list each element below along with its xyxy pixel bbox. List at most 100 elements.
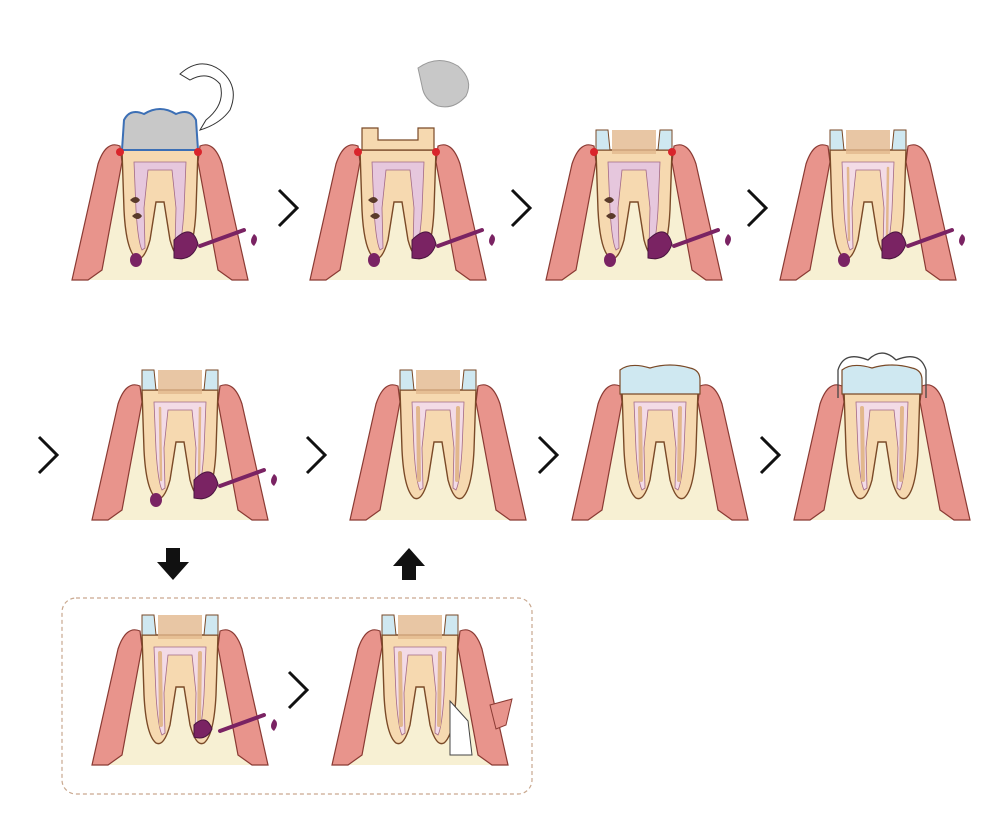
alternative-path-box <box>61 597 533 795</box>
pulp-canals <box>133 161 187 251</box>
gum-right <box>197 144 249 281</box>
infection-point-right <box>194 148 202 156</box>
pus-drop <box>271 719 277 731</box>
gum-left <box>349 384 401 521</box>
pulp-canals <box>371 161 425 251</box>
chevron-right-icon-2 <box>510 188 533 228</box>
tooth-step-1 <box>71 63 257 281</box>
pus-drop <box>251 234 257 246</box>
fistula-tract <box>218 468 266 488</box>
tooth-step-7 <box>571 364 749 521</box>
canal-filling <box>846 166 890 242</box>
gum-left <box>793 384 845 521</box>
gum-left <box>91 384 143 521</box>
canal-filling <box>416 406 460 482</box>
canal-filling <box>860 406 904 482</box>
fistula-tract <box>672 228 720 248</box>
gum-right <box>671 144 723 281</box>
chevron-right-icon-6 <box>537 435 560 475</box>
decay-spots <box>368 197 380 219</box>
access-cavity <box>612 130 656 154</box>
tooth-step-6 <box>349 369 527 521</box>
abscess <box>173 231 199 260</box>
apical-lesion <box>130 253 142 267</box>
fistula-tract <box>218 713 266 733</box>
access-cavity <box>158 370 202 394</box>
abscess <box>193 471 219 500</box>
canal-filling <box>398 651 442 727</box>
gum-right <box>435 144 487 281</box>
fistula-tract <box>198 228 246 248</box>
tooth-step-9 <box>91 614 277 766</box>
gum-left <box>71 144 123 281</box>
gum-right <box>217 384 269 521</box>
gum-right <box>457 629 509 766</box>
decay-spots <box>130 197 142 219</box>
gum-left <box>571 384 623 521</box>
chevron-right-icon-8 <box>287 670 310 710</box>
infection-point-right <box>432 148 440 156</box>
access-cavity <box>416 370 460 394</box>
restoration-buildup <box>841 364 923 395</box>
access-cavity <box>846 130 890 154</box>
gum-right <box>697 384 749 521</box>
gum-right <box>475 384 527 521</box>
tooth-step-8 <box>793 352 971 521</box>
open-access-walls <box>381 614 459 636</box>
canal-filling <box>158 651 202 727</box>
removed-core-piece <box>417 60 470 108</box>
infection-point-left <box>116 148 124 156</box>
abscess <box>193 719 213 739</box>
decay-spots <box>604 197 616 219</box>
access-cavity <box>398 615 442 639</box>
pus-drop <box>959 234 965 246</box>
open-access-walls <box>595 129 673 151</box>
infection-point-right <box>668 148 676 156</box>
gum-flap <box>489 698 513 730</box>
abscess <box>881 231 907 260</box>
chevron-right-icon-7 <box>759 435 782 475</box>
surgical-flap-window <box>449 699 473 756</box>
chevron-right-icon-4 <box>37 435 60 475</box>
access-cavity <box>158 615 202 639</box>
pulp-canals <box>607 161 661 251</box>
gum-right <box>905 144 957 281</box>
pus-drop <box>489 234 495 246</box>
removed-crown-shell <box>179 63 234 131</box>
infection-point-left <box>354 148 362 156</box>
gum-left <box>309 144 361 281</box>
tooth-step-10 <box>331 614 513 766</box>
tooth-step-3 <box>545 129 731 281</box>
abscess <box>647 231 673 260</box>
fistula-tract <box>436 228 484 248</box>
core-buildup <box>361 127 435 151</box>
tooth-step-5 <box>91 369 277 521</box>
pus-drop <box>271 474 277 486</box>
abscess <box>411 231 437 260</box>
arrow-up-icon <box>393 548 425 580</box>
chevron-right-icon-1 <box>277 188 300 228</box>
restoration-buildup <box>619 364 701 395</box>
pus-drop <box>725 234 731 246</box>
gum-left <box>545 144 597 281</box>
open-access-walls <box>141 614 219 636</box>
arrow-down-icon <box>157 548 189 580</box>
tooth-step-2 <box>309 60 495 281</box>
gum-left <box>91 629 143 766</box>
gum-right <box>217 629 269 766</box>
canal-filling <box>638 406 682 482</box>
fistula-tract <box>906 228 954 248</box>
apical-lesion <box>604 253 616 267</box>
apical-lesion <box>838 253 850 267</box>
apical-lesion <box>368 253 380 267</box>
apical-lesion <box>150 493 162 507</box>
gum-left <box>331 629 383 766</box>
canal-filling <box>158 406 202 482</box>
infection-point-left <box>590 148 598 156</box>
open-access-walls <box>829 129 907 151</box>
final-crown-outline <box>837 352 927 398</box>
chevron-right-icon-3 <box>746 188 769 228</box>
open-access-walls <box>399 369 477 391</box>
open-access-walls <box>141 369 219 391</box>
